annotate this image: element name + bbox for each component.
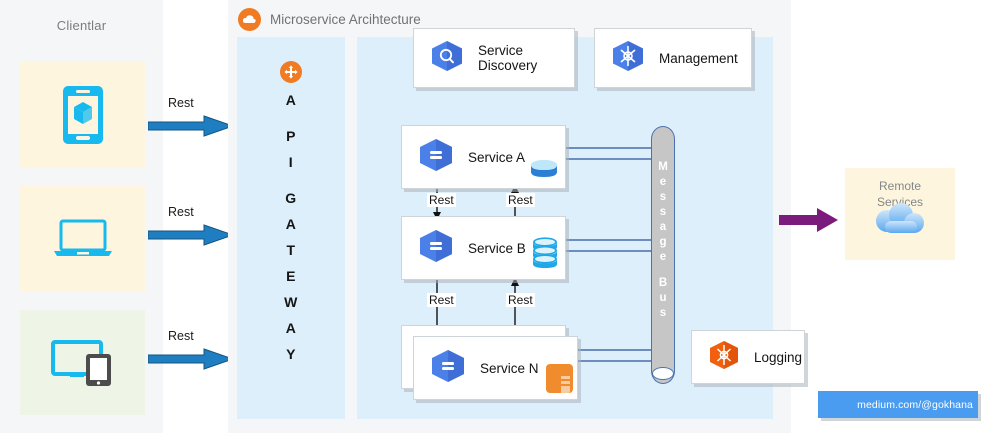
remote-title-line2: Services: [876, 195, 923, 209]
rest-label-b-to-a: Rest: [506, 193, 535, 207]
bus-char: s: [659, 307, 667, 319]
watermark-text: medium.com/@gokhana: [857, 398, 973, 411]
rest-label: Rest: [166, 96, 196, 110]
bus-char: e: [659, 176, 667, 188]
message-bus[interactable]: M e s s a g e B u s: [651, 126, 675, 384]
laptop-icon: [20, 186, 145, 291]
architecture-title: Microservice Arcihtecture: [270, 12, 421, 27]
service-a-card[interactable]: Service A: [401, 125, 566, 189]
api-gateway-panel: A P I G A T E W A Y: [237, 37, 345, 419]
rest-label-a-to-b: Rest: [427, 193, 456, 207]
mobile-phone-icon: [20, 62, 145, 167]
desktop-tablet-icon: [20, 310, 145, 415]
gateway-letter: Y: [286, 346, 296, 362]
bus-char: s: [659, 191, 667, 203]
remote-services-box[interactable]: Remote Services: [845, 168, 955, 260]
clients-panel: Clientlar: [0, 0, 163, 433]
bus-char: a: [659, 221, 667, 233]
gateway-letter: E: [286, 268, 296, 284]
rest-arrow-mobile: Rest: [148, 96, 234, 142]
client-card-laptop[interactable]: [20, 186, 145, 291]
bus-char: B: [658, 277, 668, 289]
message-bus-body: [651, 126, 675, 384]
gateway-letter: A: [285, 92, 297, 108]
architecture-header: Microservice Arcihtecture: [238, 8, 421, 31]
cloud-icon: [869, 203, 931, 244]
rest-arrow-laptop: Rest: [148, 205, 234, 251]
watermark-badge[interactable]: medium.com/@gokhana: [818, 391, 978, 418]
magnifier-hex-icon: [430, 40, 464, 77]
storage-orange-icon: [545, 362, 575, 399]
remote-services-title: Remote Services: [845, 178, 955, 210]
management-label: Management: [659, 50, 738, 66]
bus-char: e: [659, 251, 667, 263]
bus-char: s: [659, 206, 667, 218]
rest-label-n-to-b: Rest: [506, 293, 535, 307]
message-bus-label: M e s s a g e B u s: [651, 160, 675, 321]
database-stack-icon: [531, 236, 559, 275]
service-hex-icon: [418, 138, 454, 177]
rest-label-b-to-n: Rest: [427, 293, 456, 307]
service-b-label: Service B: [468, 240, 526, 256]
service-discovery-label: Service Discovery: [478, 43, 538, 73]
service-discovery-card[interactable]: Service Discovery: [413, 28, 575, 88]
gateway-letter: A: [285, 320, 297, 336]
move-arrows-icon: [280, 61, 302, 83]
message-bus-bottom-cap: [652, 367, 674, 380]
service-n-card[interactable]: Service N: [413, 336, 578, 400]
arrow-icon: [148, 224, 234, 246]
logging-label: Logging: [754, 349, 803, 365]
clients-title: Clientlar: [56, 18, 107, 33]
cloud-icon: [238, 8, 261, 31]
service-hex-icon: [430, 349, 466, 388]
gateway-letter: W: [284, 294, 298, 310]
gateway-letter: I: [288, 154, 294, 170]
bus-char: u: [659, 292, 667, 304]
api-gateway-letters: A P I G A T E W A Y: [237, 93, 345, 373]
management-hex-icon: [611, 40, 645, 77]
client-card-mobile[interactable]: [20, 62, 145, 167]
remote-title-line1: Remote: [878, 179, 922, 193]
service-bus-connectors: [560, 147, 655, 362]
gateway-letter: G: [285, 190, 297, 206]
service-b-card[interactable]: Service B: [401, 216, 566, 280]
client-card-desktop-tablet[interactable]: [20, 310, 145, 415]
arrow-icon: [148, 348, 234, 370]
rest-arrow-desktop: Rest: [148, 329, 234, 375]
gateway-letter: P: [286, 128, 296, 144]
rest-label: Rest: [166, 205, 196, 219]
arrow-icon: [148, 115, 234, 137]
remote-services-arrow-icon: [779, 208, 838, 232]
service-hex-icon: [418, 229, 454, 268]
logging-hex-icon: [708, 340, 740, 375]
service-n-label: Service N: [480, 360, 539, 376]
database-cylinder-icon: [529, 159, 559, 184]
rest-label: Rest: [166, 329, 196, 343]
management-card[interactable]: Management: [594, 28, 752, 88]
service-a-label: Service A: [468, 149, 526, 165]
bus-char: M: [658, 161, 668, 173]
logging-card[interactable]: Logging: [691, 330, 805, 384]
bus-char: g: [659, 236, 667, 248]
gateway-letter: T: [286, 242, 296, 258]
gateway-letter: A: [285, 216, 297, 232]
